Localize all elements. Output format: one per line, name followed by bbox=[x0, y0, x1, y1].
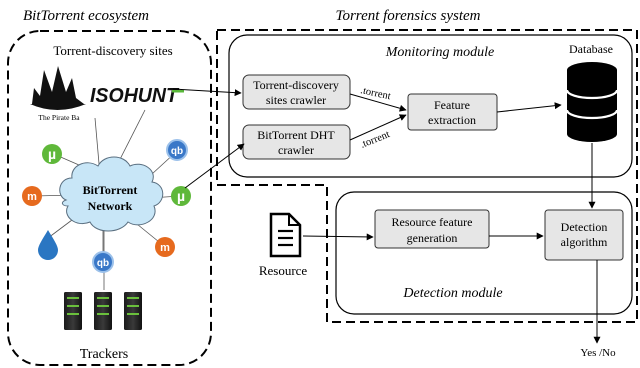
resource-feature-line1: Resource feature bbox=[392, 215, 473, 229]
arrow-feature-to-database bbox=[496, 102, 562, 113]
detection-algorithm-line1: Detection bbox=[561, 220, 608, 234]
arrow-resource-to-generation bbox=[302, 233, 374, 241]
arrow-dht-to-feature bbox=[349, 114, 407, 141]
feature-extraction-line2: extraction bbox=[428, 113, 476, 127]
detection-title: Detection module bbox=[402, 286, 502, 301]
database-label: Database bbox=[569, 42, 613, 56]
qbittorrent-icon: qb bbox=[166, 139, 188, 161]
svg-text:qb: qb bbox=[97, 258, 109, 269]
server-icon bbox=[94, 292, 112, 330]
svg-text:µ: µ bbox=[48, 146, 56, 162]
dht-crawler-box bbox=[242, 124, 351, 160]
resource-label: Resource bbox=[259, 263, 308, 278]
arrow-crawler-to-feature bbox=[349, 93, 407, 112]
forensics-title: Torrent forensics system bbox=[335, 8, 480, 24]
qbittorrent-icon: qb bbox=[92, 251, 114, 273]
arrow-network-to-dht bbox=[184, 143, 245, 189]
arrow-sites-to-crawler bbox=[172, 88, 242, 97]
discovery-sites-label: Torrent-discovery sites bbox=[53, 43, 172, 58]
svg-text:µ: µ bbox=[177, 188, 185, 204]
discovery-crawler-line2: sites crawler bbox=[266, 93, 326, 107]
isohunt-text: ISOHUNT bbox=[90, 85, 180, 107]
forensics-boundary bbox=[216, 29, 638, 323]
vuze-drop-icon bbox=[38, 230, 58, 260]
pirate-bay-logo: The Pirate Ba bbox=[30, 66, 86, 122]
network-label-line2: Network bbox=[88, 199, 133, 213]
discovery-sites-crawler-box bbox=[242, 74, 351, 110]
output-label: Yes /No bbox=[580, 347, 616, 359]
svg-text:qb: qb bbox=[171, 146, 183, 157]
utorrent-icon: µ bbox=[42, 144, 62, 164]
server-icon bbox=[64, 292, 82, 330]
bitcomet-icon: m bbox=[155, 237, 175, 257]
flow-arrows bbox=[172, 88, 601, 344]
bittorrent-network-cloud: BitTorrent Network bbox=[59, 156, 164, 232]
pirate-bay-text: The Pirate Ba bbox=[38, 113, 80, 122]
dht-crawler-line1: BitTorrent DHT bbox=[257, 128, 335, 142]
bitcomet-icon: m bbox=[22, 186, 42, 206]
discovery-crawler-line1: Torrent-discovery bbox=[253, 78, 339, 92]
trackers-label: Trackers bbox=[80, 347, 128, 362]
svg-text:m: m bbox=[160, 242, 170, 254]
feature-extraction-line1: Feature bbox=[434, 98, 470, 112]
detection-algorithm-line2: algorithm bbox=[561, 235, 608, 249]
utorrent-icon: µ bbox=[171, 186, 191, 206]
resource-feature-generation-box bbox=[374, 209, 490, 249]
database-icon bbox=[565, 62, 619, 142]
monitoring-title: Monitoring module bbox=[385, 45, 495, 60]
dht-crawler-line2: crawler bbox=[278, 143, 314, 157]
resource-document-icon bbox=[269, 212, 302, 258]
svg-text:m: m bbox=[27, 191, 37, 203]
isohunt-logo: ISOHUNT bbox=[90, 85, 184, 107]
ecosystem-boundary bbox=[7, 30, 212, 366]
network-label-line1: BitTorrent bbox=[83, 183, 138, 197]
tracker-servers bbox=[64, 292, 142, 330]
resource-feature-line2: generation bbox=[407, 231, 458, 245]
server-icon bbox=[124, 292, 142, 330]
detection-algorithm-box bbox=[544, 209, 624, 261]
ecosystem-title: BitTorrent ecosystem bbox=[23, 8, 149, 24]
